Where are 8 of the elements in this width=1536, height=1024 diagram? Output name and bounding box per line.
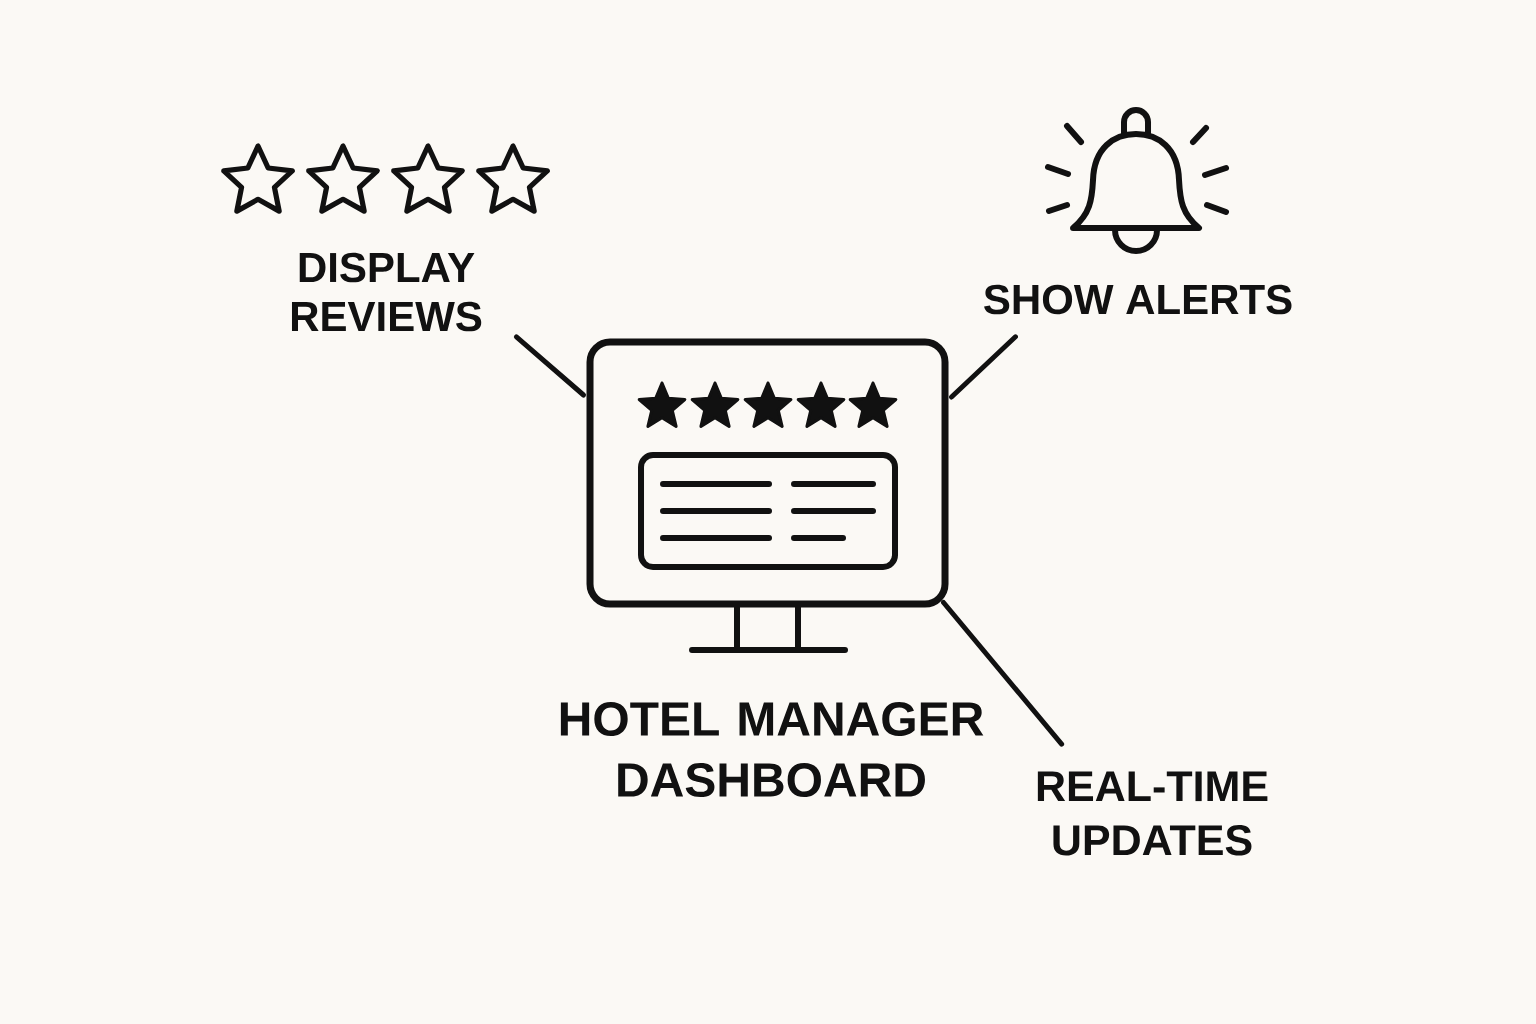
feature-label: DISPLAY REVIEWS — [292, 252, 482, 332]
connector-line — [949, 334, 1018, 400]
connector-line — [941, 600, 1065, 747]
feature-label: REAL-TIME UPDATES — [1037, 771, 1268, 856]
monitor-label: HOTEL MANAGER DASHBOARD — [560, 702, 984, 797]
monitor-drawing — [586, 338, 949, 653]
connector-line — [513, 334, 586, 398]
feature-label: SHOW ALERTS — [984, 284, 1292, 315]
